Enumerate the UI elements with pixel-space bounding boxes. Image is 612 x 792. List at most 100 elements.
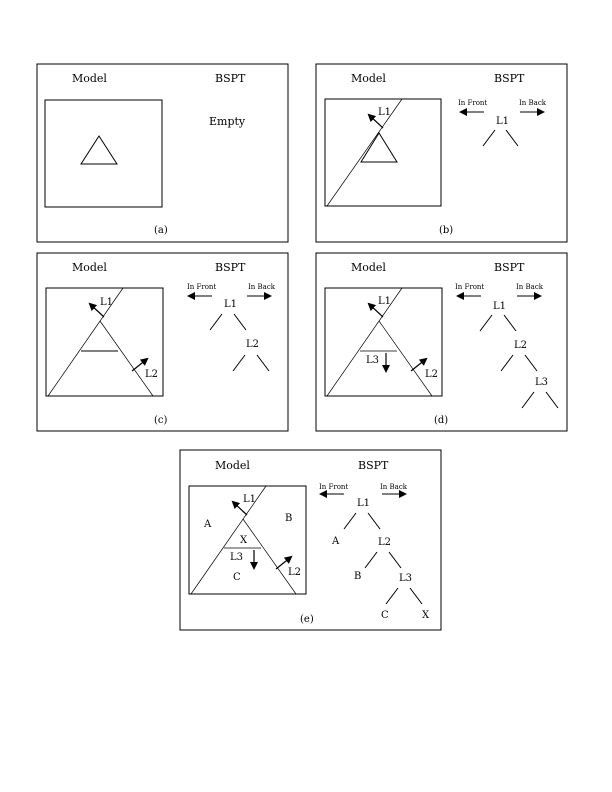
tree-branch	[409, 587, 423, 605]
tree-branch	[256, 354, 270, 372]
line-label-l1: L1	[378, 296, 391, 307]
model-heading: Model	[215, 459, 250, 472]
l1-normal-arrow	[88, 302, 105, 318]
tree-branch	[521, 391, 535, 409]
triangle-object	[80, 135, 118, 165]
in-front-label: In Front	[455, 283, 484, 291]
line-label-l1: L1	[378, 107, 391, 118]
tree-node-l2: L2	[246, 339, 259, 350]
partition-line-l2	[242, 518, 297, 595]
in-front-label: In Front	[187, 283, 216, 291]
tree-branch	[524, 354, 538, 372]
partition-line-l1	[47, 287, 124, 397]
panel-frame	[36, 252, 289, 432]
tree-node-l1: L1	[493, 301, 506, 312]
bspt-heading: BSPT	[215, 261, 246, 274]
model-box	[188, 485, 307, 595]
panel-b: Model BSPT L1 In Front In Back L1 (b)	[315, 63, 568, 243]
tree-node-l1: L1	[496, 116, 509, 127]
panel-frame	[315, 252, 568, 432]
line-label-l3: L3	[366, 355, 379, 366]
in-front-label: In Front	[319, 483, 348, 491]
tree-branch	[545, 391, 559, 409]
model-box	[45, 287, 164, 397]
l1-normal-arrow	[367, 302, 384, 318]
model-box	[324, 98, 442, 207]
l1-normal-arrow	[367, 113, 384, 129]
triangle-object	[360, 132, 398, 163]
bspt-heading: BSPT	[494, 261, 525, 274]
tree-branch	[500, 354, 514, 372]
tree-node-l3: L3	[399, 573, 412, 584]
region-label-a: A	[203, 519, 212, 530]
region-label-b: B	[285, 513, 292, 524]
panel-a: Model BSPT Empty (a)	[36, 63, 289, 243]
panel-frame	[36, 63, 289, 243]
tree-branch	[209, 313, 223, 331]
in-back-label: In Back	[519, 99, 547, 107]
panel-e: Model BSPT L1 L3 L2 A B X C In Front In …	[179, 449, 442, 631]
partition-line-l1	[326, 287, 403, 397]
tree-node-l3: L3	[535, 377, 548, 388]
model-heading: Model	[72, 72, 107, 85]
l2-normal-arrow	[410, 357, 428, 372]
tree-branch	[343, 512, 357, 530]
line-label-l2: L2	[145, 369, 158, 380]
line-label-l2: L2	[288, 567, 301, 578]
panel-caption: (e)	[300, 614, 314, 625]
partition-line-l2	[99, 320, 154, 397]
tree-node-l1: L1	[357, 498, 370, 509]
model-heading: Model	[351, 72, 386, 85]
bspt-heading: BSPT	[494, 72, 525, 85]
line-label-l3: L3	[230, 552, 243, 563]
model-box	[44, 99, 163, 208]
model-heading: Model	[72, 261, 107, 274]
tree-node-l2: L2	[378, 537, 391, 548]
panel-caption: (b)	[439, 225, 453, 236]
in-front-label: In Front	[458, 99, 487, 107]
panel-caption: (c)	[154, 415, 168, 426]
region-label-x: X	[240, 535, 248, 546]
line-label-l2: L2	[425, 369, 438, 380]
tree-branch-back	[505, 129, 519, 147]
tree-branch	[367, 512, 381, 530]
in-back-label: In Back	[248, 283, 276, 291]
panel-c: Model BSPT L1 L2 In Front In Back L1 L2 …	[36, 252, 289, 432]
tree-branch	[233, 313, 247, 331]
panel-caption: (a)	[154, 225, 168, 236]
model-heading: Model	[351, 261, 386, 274]
l2-normal-arrow	[131, 357, 149, 372]
model-box	[324, 287, 443, 397]
tree-branch-front	[482, 129, 496, 147]
partition-line-l2	[378, 320, 433, 397]
l1-normal-arrow	[231, 500, 248, 516]
tree-node-l1: L1	[224, 299, 237, 310]
l2-normal-arrow	[275, 555, 293, 570]
tree-node-l2: L2	[514, 340, 527, 351]
tree-leaf-c: C	[381, 610, 389, 621]
in-back-label: In Back	[380, 483, 408, 491]
empty-tree-label: Empty	[209, 115, 246, 128]
line-label-l1: L1	[100, 297, 113, 308]
panel-frame	[315, 63, 568, 243]
in-back-label: In Back	[516, 283, 544, 291]
bspt-heading: BSPT	[358, 459, 389, 472]
line-label-l1: L1	[243, 494, 256, 505]
tree-branch	[479, 314, 493, 332]
panel-caption: (d)	[434, 415, 448, 426]
tree-branch	[388, 551, 402, 569]
tree-branch	[364, 551, 378, 569]
tree-branch	[232, 354, 246, 372]
bspt-heading: BSPT	[215, 72, 246, 85]
tree-branch	[503, 314, 517, 332]
panel-d: Model BSPT L1 L3 L2 In Front In Back L1 …	[315, 252, 568, 432]
tree-leaf-b: B	[354, 571, 361, 582]
panel-frame	[179, 449, 442, 631]
tree-leaf-x: X	[422, 610, 430, 621]
partition-line-l1	[190, 485, 267, 595]
tree-branch	[385, 587, 399, 605]
tree-leaf-a: A	[331, 536, 340, 547]
region-label-c: C	[233, 572, 241, 583]
partition-line-l1	[326, 98, 403, 207]
